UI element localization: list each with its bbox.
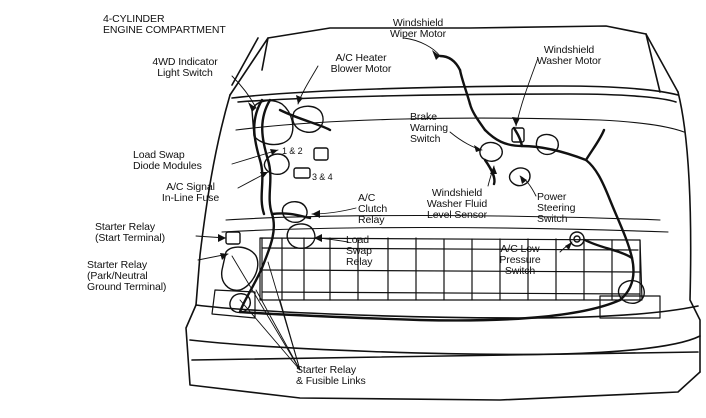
wiring-harness bbox=[238, 54, 635, 322]
label-ac-signal-fuse: A/C Signal In-Line Fuse bbox=[161, 181, 220, 204]
arrowheads bbox=[218, 50, 572, 260]
label-load-swap-relay: Load Swap Relay bbox=[346, 234, 373, 268]
label-diode-3-4: 3 & 4 bbox=[312, 172, 333, 182]
label-washer-motor: Windshield Washer Motor bbox=[536, 44, 602, 67]
label-washer-fluid-sensor: Windshield Washer Fluid Level Sensor bbox=[426, 187, 488, 221]
label-starter-relay-fusible-links: Starter Relay & Fusible Links bbox=[296, 364, 366, 387]
label-power-steering-switch: Power Steering Switch bbox=[537, 191, 576, 225]
cowl bbox=[221, 117, 685, 233]
diagram-title: 4-CYLINDER ENGINE COMPARTMENT bbox=[103, 13, 226, 36]
label-ac-low-pressure-switch: A/C Low Pressure Switch bbox=[499, 243, 541, 277]
label-ac-clutch-relay: A/C Clutch Relay bbox=[358, 192, 388, 226]
label-heater-blower-motor: A/C Heater Blower Motor bbox=[330, 52, 392, 75]
label-load-swap-diode-modules: Load Swap Diode Modules bbox=[133, 149, 202, 172]
label-brake-warning-switch: Brake Warning Switch bbox=[410, 111, 449, 145]
label-diode-1-2: 1 & 2 bbox=[282, 146, 303, 156]
hood-outline bbox=[229, 25, 679, 96]
label-wiper-motor: Windshield Wiper Motor bbox=[389, 17, 447, 40]
label-4wd-indicator-switch: 4WD Indicator Light Switch bbox=[152, 56, 218, 79]
label-starter-relay-start: Starter Relay (Start Terminal) bbox=[95, 221, 165, 244]
grille bbox=[211, 237, 661, 319]
label-starter-relay-park: Starter Relay (Park/Neutral Ground Termi… bbox=[87, 259, 167, 293]
body-outline bbox=[185, 85, 701, 401]
